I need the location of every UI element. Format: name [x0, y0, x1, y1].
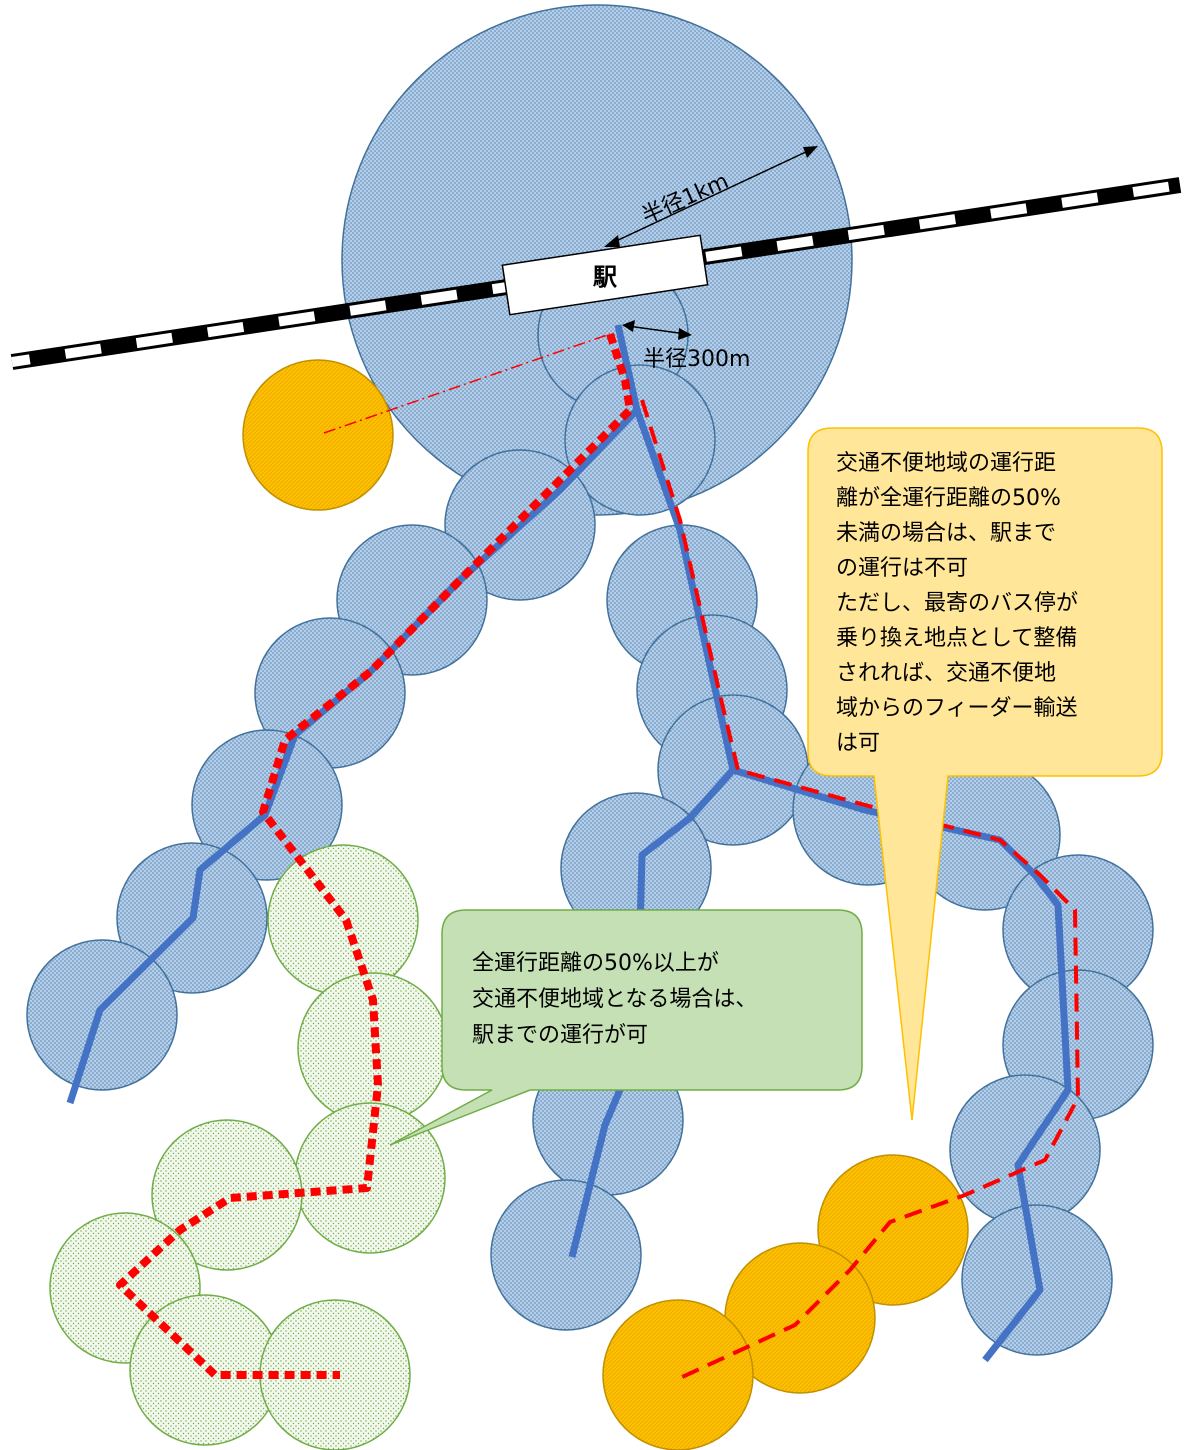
- yellow-callout-line-4: の運行は不可: [836, 556, 968, 581]
- yellow-callout-line-5: ただし、最寄のバス停が: [836, 591, 1078, 616]
- yellow-callout-line-8: 域からのフィーダー輸送: [836, 696, 1078, 721]
- radius-300m-arrow: [622, 320, 692, 340]
- direct-line-to-station: [323, 333, 611, 434]
- yellow-callout-text: 交通不便地域の運行距 離が全運行距離の50% 未満の場合は、駅まで の運行は不可…: [836, 451, 1078, 756]
- yellow-callout-bubble: [807, 427, 1163, 1121]
- yellow-callout-line-7: されれば、交通不便地: [836, 661, 1056, 686]
- radius-300m-label: 半径300m: [643, 347, 750, 372]
- yellow-callout-line-9: は可: [836, 731, 880, 756]
- inconvenient-area-circles: [49, 844, 449, 1450]
- green-callout-text: 全運行距離の50%以上が 交通不便地域となる場合は、 駅までの運行が可: [472, 951, 757, 1048]
- radius-1km-arrow: [604, 146, 818, 247]
- bus-route-red: [116, 332, 1080, 1380]
- green-callout-line-2: 交通不便地域となる場合は、: [472, 987, 757, 1012]
- yellow-callout-line-1: 交通不便地域の運行距: [836, 451, 1056, 476]
- green-callout-line-3: 駅までの運行が可: [472, 1023, 648, 1048]
- yellow-callout-line-6: 乗り換え地点として整備: [836, 626, 1077, 651]
- green-callout-line-1: 全運行距離の50%以上が: [472, 951, 719, 976]
- yellow-callout-line-3: 未満の場合は、駅まで: [836, 521, 1056, 546]
- station-label: 駅: [593, 263, 617, 291]
- yellow-callout-line-2: 離が全運行距離の50%: [836, 486, 1061, 511]
- station-box: [501, 234, 709, 316]
- green-callout-bubble: [389, 909, 863, 1146]
